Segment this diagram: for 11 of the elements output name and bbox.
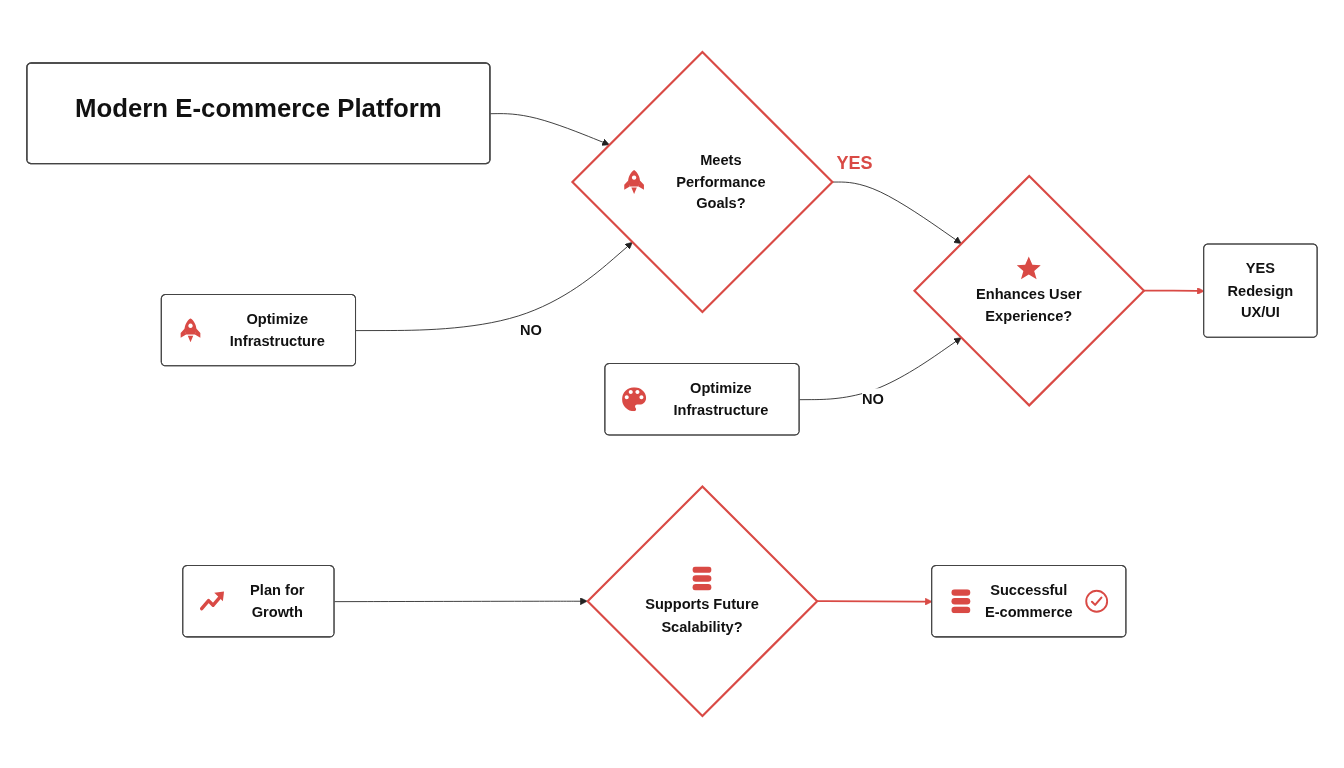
box-text: Optimize Infrastructure: [672, 378, 770, 421]
box-text: Successful E-commerce: [983, 580, 1074, 623]
box-text: YES: [1245, 259, 1276, 279]
decision-text: Supports Future Scalability?: [644, 595, 760, 637]
box-text: Plan for Growth: [249, 580, 306, 623]
title-text: Modern E-commerce Platform: [75, 93, 442, 123]
decision-text: Meets Performance Goals?: [675, 150, 767, 214]
decision-text: Enhances User Experience?: [975, 284, 1083, 327]
box-text: Optimize Infrastructure: [228, 309, 326, 352]
box-text: Redesign UX/UI: [1226, 281, 1295, 323]
branch-label: YES: [836, 152, 873, 175]
